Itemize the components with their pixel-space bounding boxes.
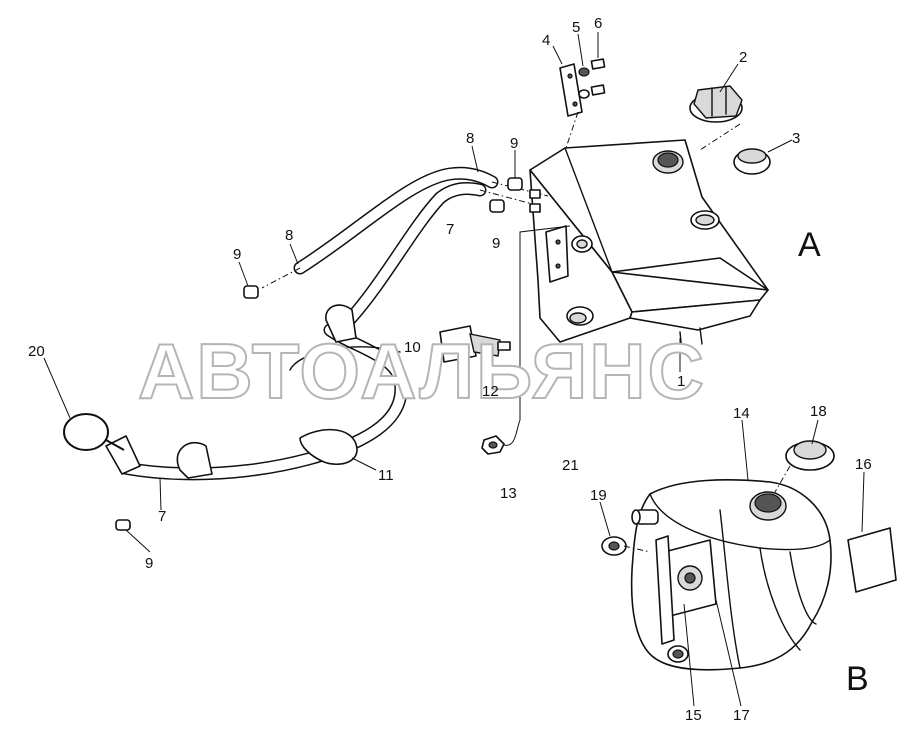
bracket-16 bbox=[847, 527, 897, 593]
callout-13: 13 bbox=[500, 485, 517, 502]
fuel-tank-a bbox=[529, 139, 769, 353]
callout-9-top: 9 bbox=[510, 135, 518, 152]
callout-9-left: 9 bbox=[233, 246, 241, 263]
watermark: АВТОАЛЬЯНС bbox=[138, 327, 706, 415]
callout-7-lower: 7 bbox=[158, 508, 166, 525]
callout-20: 20 bbox=[28, 343, 45, 360]
plug-3 bbox=[733, 148, 771, 175]
grommet-19 bbox=[601, 536, 627, 556]
fuel-tank-b bbox=[630, 478, 832, 671]
callout-9-mid: 9 bbox=[492, 235, 500, 252]
callout-3: 3 bbox=[792, 130, 800, 147]
strap-10 bbox=[289, 346, 401, 371]
callout-8-lower: 8 bbox=[285, 227, 293, 244]
cap-2 bbox=[689, 85, 743, 123]
callout-2: 2 bbox=[739, 49, 747, 66]
callout-21: 21 bbox=[562, 457, 579, 474]
callout-4: 4 bbox=[542, 32, 550, 49]
callout-7-upper: 7 bbox=[446, 221, 454, 238]
variant-label-b: B bbox=[846, 660, 869, 698]
callout-12: 12 bbox=[482, 383, 499, 400]
callout-17: 17 bbox=[733, 707, 750, 724]
leader-lines bbox=[43, 32, 865, 707]
callout-11: 11 bbox=[378, 467, 394, 484]
bracket-4 bbox=[559, 58, 606, 117]
callout-6: 6 bbox=[594, 15, 602, 32]
callout-15: 15 bbox=[685, 707, 702, 724]
variant-label-a: A bbox=[798, 226, 821, 264]
callout-9-bottom: 9 bbox=[145, 555, 153, 572]
callout-1: 1 bbox=[677, 373, 685, 390]
callout-16: 16 bbox=[855, 456, 872, 473]
callout-8-upper: 8 bbox=[466, 130, 474, 147]
fuel-hoses bbox=[118, 166, 549, 481]
callout-10: 10 bbox=[404, 339, 421, 356]
hose-clamps-9 bbox=[115, 177, 541, 531]
nut-13 bbox=[481, 435, 505, 455]
callout-5: 5 bbox=[572, 19, 580, 36]
callout-labels: 1 2 3 4 5 6 7 7 8 8 9 9 9 9 10 11 12 13 … bbox=[28, 15, 872, 724]
callout-19: 19 bbox=[590, 487, 607, 504]
callout-18: 18 bbox=[810, 403, 827, 420]
callout-14: 14 bbox=[733, 405, 750, 422]
cap-18 bbox=[785, 440, 835, 471]
sensor-12 bbox=[439, 325, 511, 363]
cable-20 bbox=[63, 413, 125, 451]
strap-11 bbox=[299, 428, 358, 466]
